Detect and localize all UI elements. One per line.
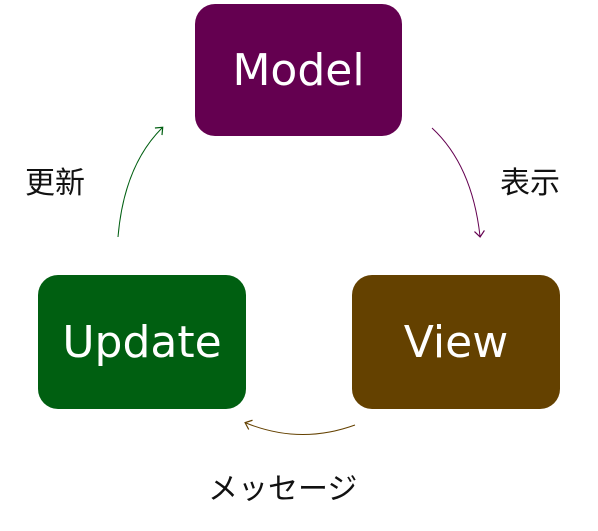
view-node: View xyxy=(352,275,560,409)
arrow-model-to-view xyxy=(431,127,485,238)
arrow-update-to-model xyxy=(117,126,164,238)
model-node-label: Model xyxy=(232,44,365,96)
model-node: Model xyxy=(195,4,402,136)
update-node: Update xyxy=(38,275,246,409)
arrow-view-to-update xyxy=(244,419,356,436)
update-node-label: Update xyxy=(62,316,222,368)
message-edge-label: メッセージ xyxy=(208,472,358,507)
view-node-label: View xyxy=(403,316,509,368)
show-edge-label: 表示 xyxy=(500,166,560,201)
update-edge-label: 更新 xyxy=(25,166,85,201)
